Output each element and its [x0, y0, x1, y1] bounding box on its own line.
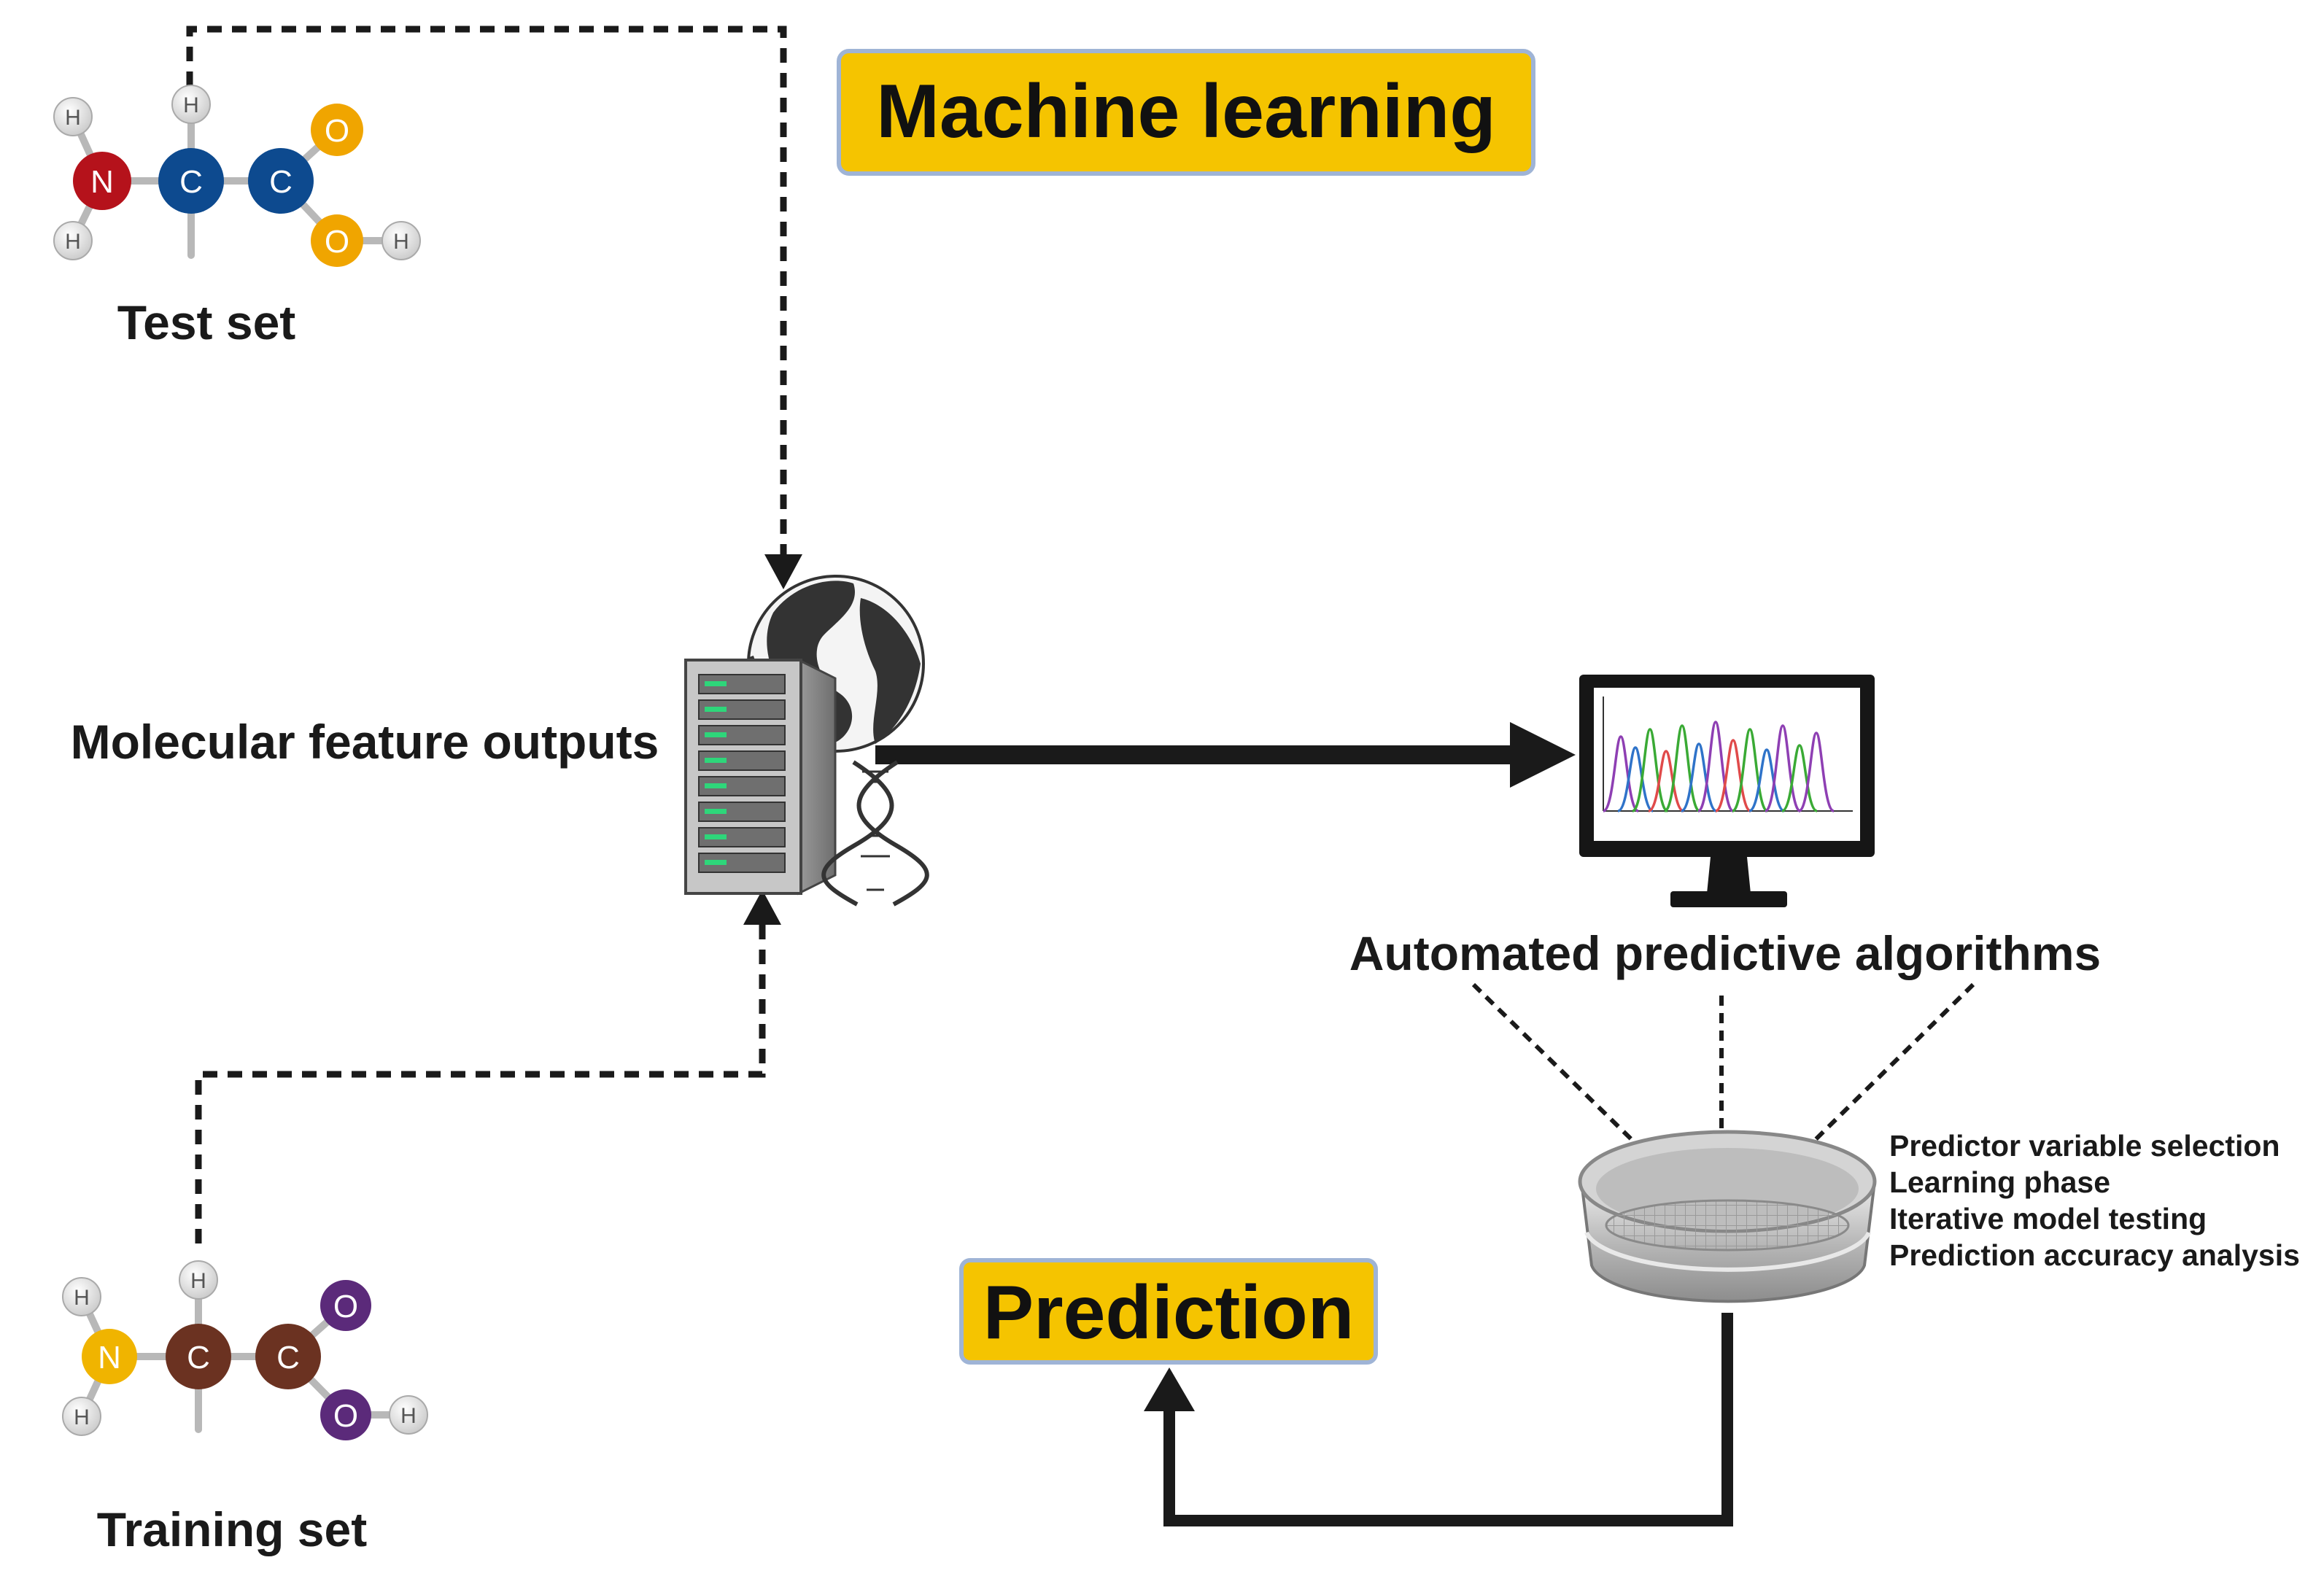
hydrogen-atom: H [389, 1395, 428, 1435]
hydrogen-atom: H [53, 221, 93, 260]
svg-text:H: H [183, 93, 199, 117]
step-item: Iterative model testing [1889, 1202, 2207, 1235]
carbon-atom: C [248, 148, 314, 214]
nitrogen-atom: N [73, 152, 131, 210]
machine-learning-title: Machine learning [876, 69, 1496, 154]
monitor-chromatogram-icon [1579, 675, 1875, 907]
carbon-atom: C [166, 1324, 231, 1389]
hydrogen-atom: H [179, 1260, 218, 1300]
hydrogen-atom: H [381, 221, 421, 260]
svg-text:H: H [74, 1405, 90, 1429]
prediction-label: Prediction [983, 1270, 1355, 1355]
oxygen-atom: O [311, 104, 363, 156]
training-set-label: Training set [97, 1502, 367, 1556]
sieve-to-prediction-arrow [1144, 1313, 1733, 1526]
step-item: Predictor variable selection [1889, 1129, 2280, 1163]
svg-text:C: C [276, 1340, 300, 1375]
test-set-molecule-icon: H H H H N C C O [53, 85, 421, 267]
oxygen-atom: O [320, 1389, 371, 1440]
svg-text:H: H [400, 1404, 417, 1428]
step-item: Learning phase [1889, 1165, 2110, 1199]
hydrogen-atom: H [62, 1277, 101, 1316]
hydrogen-atom: H [62, 1397, 101, 1436]
svg-text:H: H [190, 1269, 206, 1293]
hydrogen-atom: H [171, 85, 211, 124]
svg-text:C: C [269, 164, 293, 200]
svg-text:O: O [333, 1398, 358, 1434]
automated-predictive-algorithms-label: Automated predictive algorithms [1349, 926, 2102, 980]
carbon-atom: C [158, 148, 224, 214]
ml-steps-list: Predictor variable selection Learning ph… [1889, 1129, 2300, 1272]
svg-text:O: O [325, 113, 349, 149]
training-set-molecule-icon: H H H H N C C O [62, 1260, 428, 1440]
training-set-connector [195, 890, 781, 1243]
svg-text:N: N [90, 164, 114, 200]
test-set-label: Test set [117, 295, 296, 349]
nitrogen-atom: N [82, 1329, 137, 1384]
oxygen-atom: O [311, 214, 363, 267]
dna-icon [821, 760, 929, 907]
step-item: Prediction accuracy analysis [1889, 1238, 2300, 1272]
prediction-box: Prediction [959, 1258, 1378, 1365]
svg-text:H: H [65, 230, 81, 254]
hydrogen-atom: H [53, 97, 93, 136]
carbon-atom: C [255, 1324, 321, 1389]
svg-text:C: C [187, 1340, 210, 1375]
chromatogram-peaks [1603, 721, 1835, 812]
svg-text:N: N [98, 1340, 121, 1375]
machine-learning-title-box: Machine learning [837, 49, 1535, 176]
svg-text:H: H [74, 1286, 90, 1310]
test-set-connector [186, 26, 802, 589]
svg-text:H: H [65, 106, 81, 130]
svg-text:O: O [325, 224, 349, 260]
svg-text:C: C [179, 164, 203, 200]
sieve-icon [1578, 1130, 1877, 1303]
svg-text:O: O [333, 1289, 358, 1324]
features-to-algorithms-arrow [875, 722, 1576, 788]
server-icon [684, 658, 837, 896]
oxygen-atom: O [320, 1280, 371, 1331]
svg-text:H: H [393, 230, 409, 254]
molecular-feature-outputs-label: Molecular feature outputs [71, 715, 659, 769]
